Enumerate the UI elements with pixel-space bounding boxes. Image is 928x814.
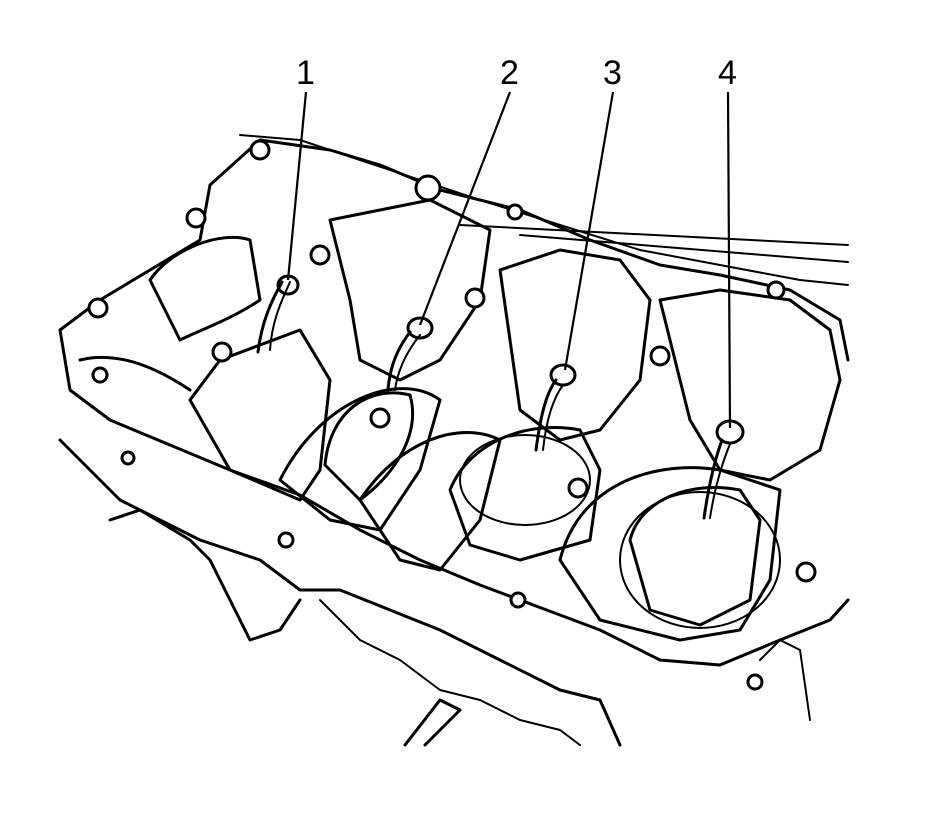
cylinder-bores [323, 391, 781, 629]
callout-label-1: 1 [296, 54, 315, 92]
main-bearing-bulkheads [78, 198, 842, 642]
piston-oil-jets [256, 274, 745, 520]
callout-label-4: 4 [718, 54, 737, 92]
leader-line-4 [726, 91, 732, 429]
leader-line-1 [286, 91, 308, 281]
oil-jet-1 [256, 274, 300, 354]
callout-label-2: 2 [500, 54, 519, 92]
oil-jet-3 [534, 363, 577, 452]
callout-leaders [286, 91, 732, 429]
leader-line-2 [418, 91, 512, 326]
callout-label-3: 3 [603, 54, 622, 92]
leader-line-3 [563, 91, 615, 371]
bolt-holes [87, 139, 817, 691]
oil-jet-2 [386, 316, 434, 392]
callout-labels: 1 2 3 4 [296, 54, 737, 92]
